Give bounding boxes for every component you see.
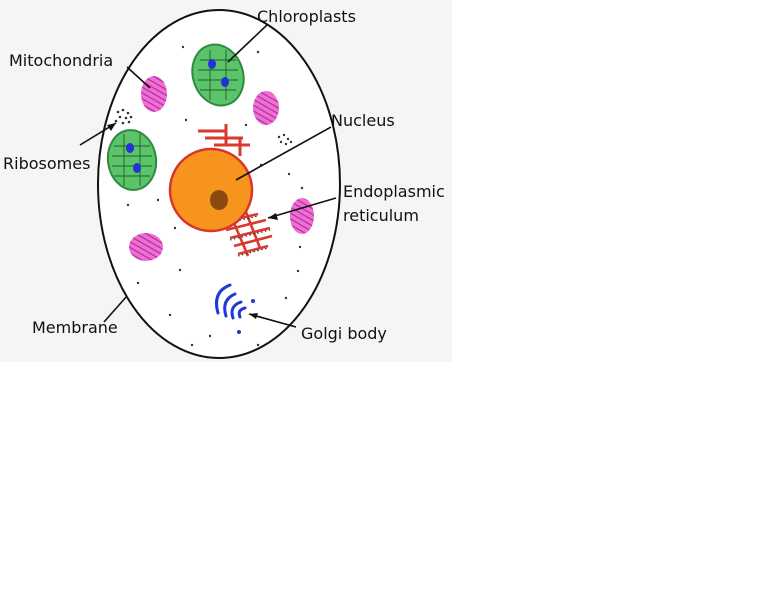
nucleus-leader [235, 126, 332, 181]
label-mitochondria: Mitochondria [9, 51, 113, 70]
label-chloroplasts: Chloroplasts [257, 7, 356, 26]
label-membrane: Membrane [32, 318, 118, 337]
er-arrowhead [268, 213, 278, 220]
nucleolus [210, 190, 228, 210]
leader-lines [79, 24, 337, 328]
mitochondria-leader [126, 66, 151, 89]
golgi-body [215, 283, 247, 320]
mitochondrion-top-left [141, 76, 167, 112]
nucleus [168, 147, 254, 233]
golgi-vesicle [251, 299, 255, 303]
label-reticulum: reticulum [343, 206, 419, 225]
ribosome-cluster-left [114, 108, 133, 125]
mitochondrion-bottom-left [129, 233, 163, 261]
membrane-leader [103, 295, 128, 323]
mitochondrion-top-right [253, 91, 279, 125]
label-ribosomes: Ribosomes [3, 154, 90, 173]
ribosomes-arrowhead [107, 123, 116, 131]
label-endoplasmic: Endoplasmic [343, 182, 445, 201]
chloroplasts-leader [227, 24, 268, 63]
arrowheads [107, 123, 278, 319]
golgi-arrowhead [249, 313, 258, 319]
cytoplasm-dots [126, 45, 304, 347]
ribosome-cluster-right [277, 133, 293, 146]
endoplasmic-reticulum-leader [267, 197, 337, 219]
label-golgi-body: Golgi body [301, 324, 387, 343]
chloroplast-left [106, 129, 158, 191]
mitochondrion-right [290, 198, 314, 234]
label-nucleus: Nucleus [331, 111, 395, 130]
golgi-vesicle [237, 330, 241, 334]
